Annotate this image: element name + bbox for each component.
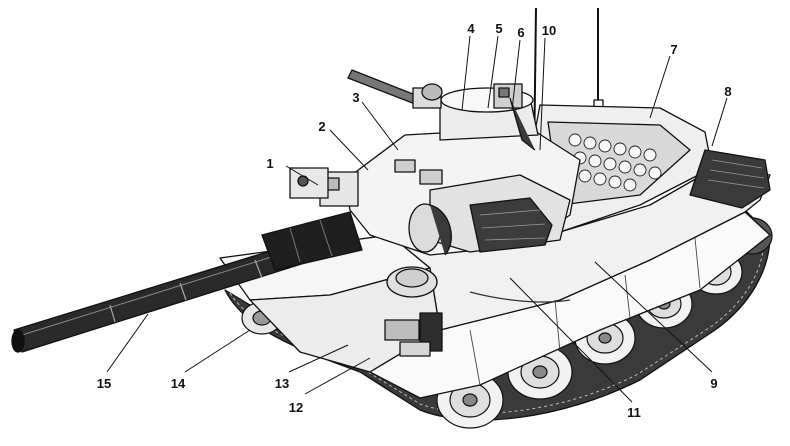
leader-9 — [594, 261, 713, 373]
callout-2: 2 — [318, 119, 325, 134]
leader-8 — [711, 97, 728, 147]
callout-5: 5 — [495, 21, 502, 36]
callout-12: 12 — [289, 400, 303, 415]
leader-11 — [509, 277, 633, 403]
leader-7 — [649, 55, 671, 119]
callout-labels: 1 2 3 4 5 6 7 8 9 10 11 12 13 14 15 — [97, 21, 732, 420]
leader-12 — [304, 357, 371, 395]
shell-rows — [568, 133, 662, 192]
callout-7: 7 — [670, 42, 677, 57]
leader-15 — [106, 313, 149, 373]
leader-3 — [361, 101, 399, 151]
leader-5 — [487, 35, 499, 109]
callout-1: 1 — [266, 156, 273, 171]
rear-grille — [689, 149, 771, 209]
turret — [319, 127, 581, 256]
callout-6: 6 — [517, 25, 524, 40]
fume-extractor — [261, 211, 363, 271]
callout-9: 9 — [710, 376, 717, 391]
leader-6 — [511, 39, 521, 111]
callout-13: 13 — [275, 376, 289, 391]
leader-2 — [329, 129, 369, 171]
callout-10: 10 — [542, 23, 556, 38]
roof-machine-gun — [347, 69, 443, 109]
leader-1 — [285, 165, 319, 186]
callout-15: 15 — [97, 376, 111, 391]
main-gun — [11, 167, 363, 353]
callout-3: 3 — [352, 90, 359, 105]
callout-leaders — [106, 35, 728, 403]
callout-8: 8 — [724, 84, 731, 99]
engine-compartment — [519, 104, 771, 233]
leader-10 — [539, 37, 546, 151]
callout-4: 4 — [467, 21, 475, 36]
leader-14 — [184, 329, 251, 373]
leader-13 — [288, 344, 349, 373]
leader-4 — [461, 35, 471, 111]
hull — [219, 164, 771, 399]
tank-illustration — [11, 7, 773, 429]
callout-11: 11 — [627, 405, 641, 420]
callout-14: 14 — [171, 376, 186, 391]
